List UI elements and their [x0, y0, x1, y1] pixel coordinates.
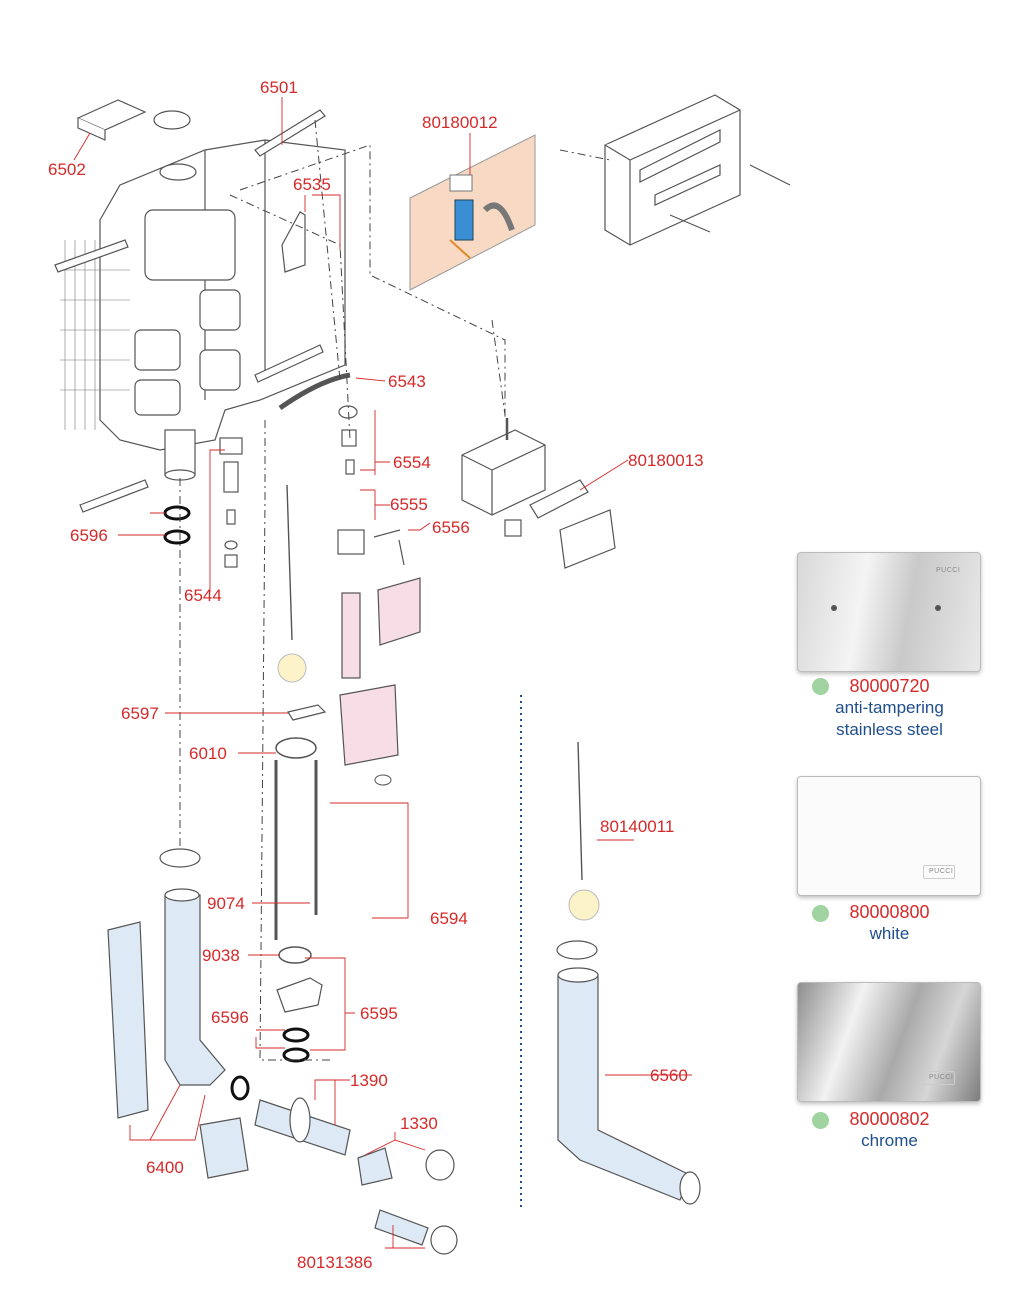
label-9038: 9038	[202, 946, 240, 965]
plate-desc-line2: stainless steel	[836, 720, 943, 739]
valve-parts-6554	[338, 405, 358, 475]
plate-hole-left	[831, 605, 837, 611]
battery-box-6556	[377, 577, 421, 646]
oring-1390	[230, 1075, 250, 1101]
valve-base-6595	[276, 977, 323, 1013]
valve-body-6555	[337, 529, 405, 566]
float-ball-80140011	[568, 889, 600, 921]
label-6010: 6010	[189, 744, 227, 763]
plate-caption-chrome: 80000802 chrome	[797, 1109, 982, 1152]
part-labels: 6501 6502 80180012 6535 6543 6554 801800…	[48, 78, 704, 1272]
couplings-1330	[357, 1147, 458, 1255]
rods-9074	[274, 760, 318, 940]
label-80180012: 80180012	[422, 113, 498, 132]
seal-ring-top	[153, 110, 191, 130]
mounting-panel-80180012	[409, 134, 536, 291]
valve-ring-6010	[275, 737, 317, 759]
overflow-tube	[341, 592, 361, 679]
valve-ring-9038	[278, 946, 312, 964]
brand-badge: PUCCI	[923, 1071, 955, 1085]
label-6501: 6501	[260, 78, 298, 97]
plate-caption-white: 80000800 white	[797, 902, 982, 945]
label-6535: 6535	[293, 175, 331, 194]
actuator-frame-box	[604, 94, 741, 246]
cistern-frame	[99, 139, 346, 481]
inlet-hose-6543	[278, 372, 351, 411]
label-80140011: 80140011	[600, 817, 674, 836]
float-rod	[286, 484, 293, 641]
valve-stack-6544	[219, 437, 243, 568]
label-1390: 1390	[350, 1071, 388, 1090]
label-6596-lower: 6596	[211, 1008, 249, 1027]
brand-logo: PUCCI	[929, 1074, 954, 1081]
label-6502: 6502	[48, 160, 86, 179]
label-6555: 6555	[390, 495, 428, 514]
plate-desc-line1: white	[869, 924, 910, 943]
label-6543: 6543	[388, 372, 426, 391]
indicator-dot-chrome	[812, 1112, 829, 1129]
label-6556: 6556	[432, 518, 470, 537]
label-6400: 6400	[146, 1158, 184, 1177]
flush-plate-card-steel: PUCCI	[797, 552, 981, 672]
brand-badge: PUCCI	[923, 865, 955, 879]
label-80180013: 80180013	[628, 451, 704, 470]
control-box-80180013	[461, 418, 616, 569]
label-6544: 6544	[184, 586, 222, 605]
actuator-housing	[339, 684, 399, 766]
float-ball	[277, 653, 307, 683]
indicator-dot-steel	[812, 678, 829, 695]
bracket-6501	[54, 109, 326, 513]
frame-grid-hatch	[60, 240, 130, 430]
extension-80131386	[374, 1209, 429, 1246]
indicator-dot-white	[812, 905, 829, 922]
label-6597: 6597	[121, 704, 159, 723]
brand-logo: PUCCI	[929, 868, 954, 875]
plate-caption-steel: 80000720 anti-tampering stainless steel	[797, 676, 982, 741]
plate-hole-right	[935, 605, 941, 611]
label-6594: 6594	[430, 909, 468, 928]
label-6554: 6554	[393, 453, 431, 472]
flush-plate-card-white: PUCCI	[797, 776, 981, 896]
label-6595: 6595	[360, 1004, 398, 1023]
flush-plate-card-chrome: PUCCI	[797, 982, 981, 1102]
plate-desc-line1: anti-tampering	[835, 698, 944, 717]
brand-logo: PUCCI	[936, 567, 961, 574]
plate-code: 80000720	[849, 676, 930, 696]
orings-6596-lower	[282, 1027, 310, 1063]
plate-code: 80000802	[849, 1109, 930, 1129]
leader-lines	[73, 97, 692, 1249]
frame-screws	[669, 164, 791, 233]
clip-6597	[287, 704, 327, 721]
plate-desc-line1: chrome	[861, 1131, 918, 1150]
label-1330: 1330	[400, 1114, 438, 1133]
orings-6596-upper	[163, 505, 191, 545]
plate-code: 80000800	[849, 902, 930, 922]
bottom-nut	[374, 774, 392, 786]
pipe-connector-1390	[254, 1097, 351, 1156]
label-6560: 6560	[650, 1066, 688, 1085]
label-9074: 9074	[207, 894, 245, 913]
bracket-6502	[76, 99, 147, 141]
flush-pipe-6400	[107, 848, 249, 1179]
flush-pipe-6560	[556, 940, 701, 1205]
float-rod-80140011	[577, 741, 583, 881]
label-80131386: 80131386	[297, 1253, 373, 1272]
label-6596-upper: 6596	[70, 526, 108, 545]
